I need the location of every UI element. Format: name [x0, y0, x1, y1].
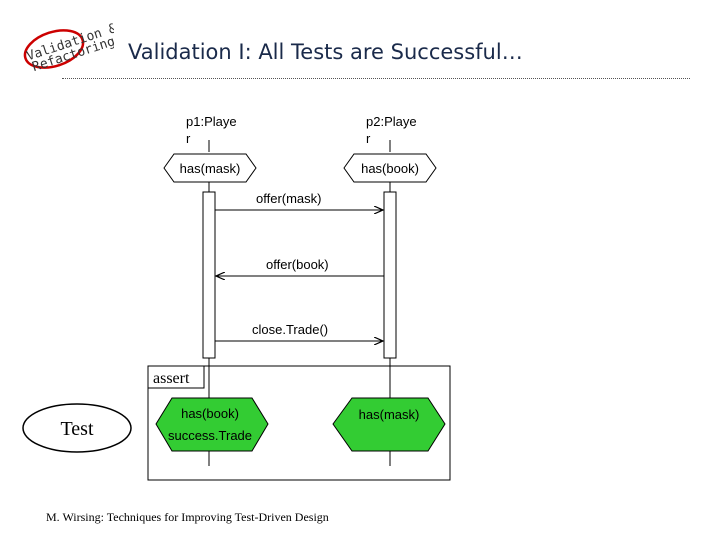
- activation-p1: [202, 191, 216, 359]
- assert-condition-left-line1: has(book): [181, 406, 239, 421]
- state-p2: has(book): [343, 153, 437, 183]
- message-offer-book-label: offer(book): [266, 257, 329, 272]
- activation-p2: [383, 191, 397, 359]
- assert-frame: [147, 365, 451, 481]
- title-divider: [62, 78, 690, 79]
- assert-condition-left: has(book) success.Trade: [155, 397, 269, 452]
- validation-refactoring-logo: Validation & Refactoring: [23, 21, 114, 75]
- object-p1-label: p1:Playe: [186, 114, 237, 129]
- state-p2-label: has(book): [361, 161, 419, 176]
- state-p1: has(mask): [163, 153, 257, 183]
- message-offer-mask-label: offer(mask): [256, 191, 322, 206]
- assert-label: assert: [153, 370, 190, 387]
- object-p1-tail: r: [186, 131, 191, 146]
- object-p2-label: p2:Playe: [366, 114, 417, 129]
- assert-tab: [147, 365, 205, 389]
- assert-condition-right: has(mask): [332, 397, 446, 452]
- object-p2-tail: r: [366, 131, 371, 146]
- state-p1-label: has(mask): [180, 161, 241, 176]
- footer-citation: M. Wirsing: Techniques for Improving Tes…: [46, 510, 329, 524]
- message-close-trade-label: close.Trade(): [252, 322, 328, 337]
- test-label: Test: [60, 418, 93, 440]
- assert-condition-left-line2: success.Trade: [168, 428, 252, 443]
- slide-title: Validation I: All Tests are Successful…: [128, 40, 523, 64]
- test-node: Test: [22, 403, 132, 453]
- assert-condition-right-label: has(mask): [359, 407, 420, 422]
